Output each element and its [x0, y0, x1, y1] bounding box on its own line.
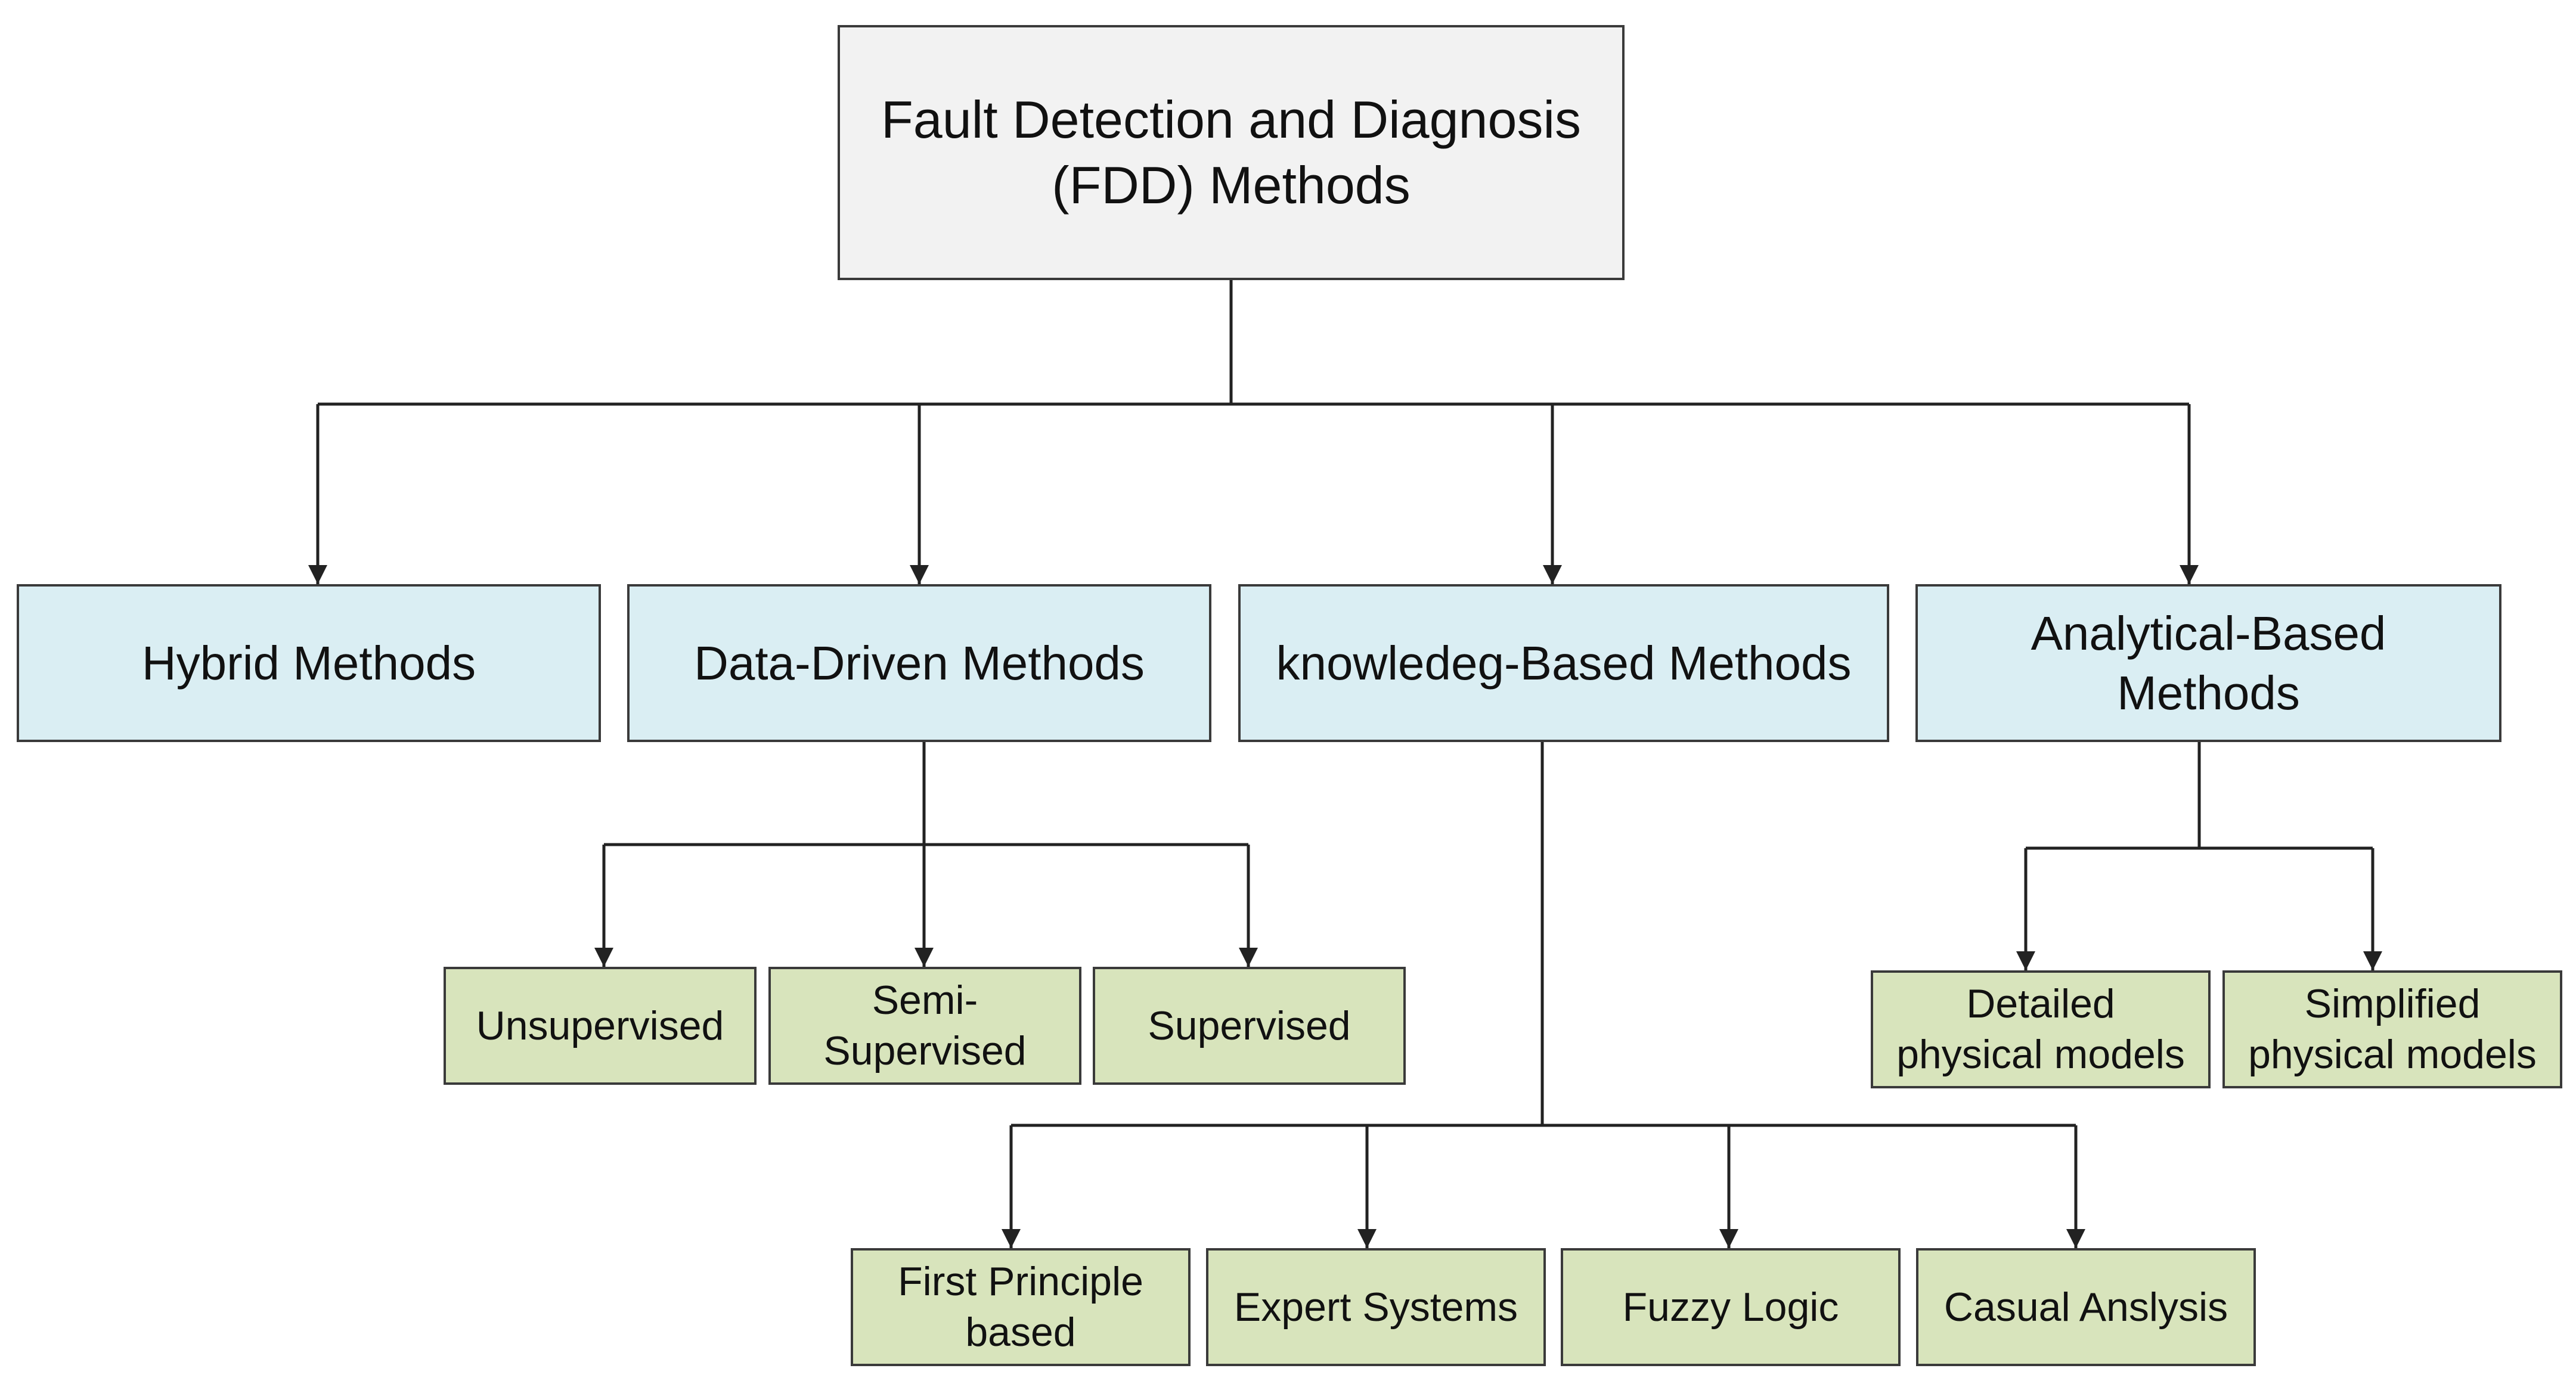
- leaf-semi-supervised: Semi- Supervised: [768, 967, 1081, 1085]
- leaf-first-principle-based: First Principle based: [851, 1248, 1191, 1366]
- leaf-detailed-physical-models: Detailed physical models: [1871, 970, 2211, 1088]
- knowledge-based-connector: [1002, 742, 2085, 1248]
- root-to-categories-connector: [308, 280, 2199, 584]
- leaf-simplified-physical-models: Simplified physical models: [2222, 970, 2562, 1088]
- category-hybrid-methods: Hybrid Methods: [17, 584, 601, 742]
- leaf-expert-systems: Expert Systems: [1206, 1248, 1546, 1366]
- category-analytical-based-methods: Analytical-Based Methods: [1915, 584, 2501, 742]
- data-driven-connector: [594, 742, 1258, 967]
- leaf-unsupervised: Unsupervised: [444, 967, 757, 1085]
- leaf-supervised: Supervised: [1093, 967, 1406, 1085]
- category-data-driven-methods: Data-Driven Methods: [627, 584, 1211, 742]
- leaf-fuzzy-logic: Fuzzy Logic: [1561, 1248, 1901, 1366]
- leaf-casual-anslysis: Casual Anslysis: [1916, 1248, 2256, 1366]
- category-knowledge-based-methods: knowledeg-Based Methods: [1238, 584, 1889, 742]
- root-node-fdd-methods: Fault Detection and Diagnosis (FDD) Meth…: [838, 25, 1625, 280]
- analytical-based-connector: [2016, 742, 2382, 970]
